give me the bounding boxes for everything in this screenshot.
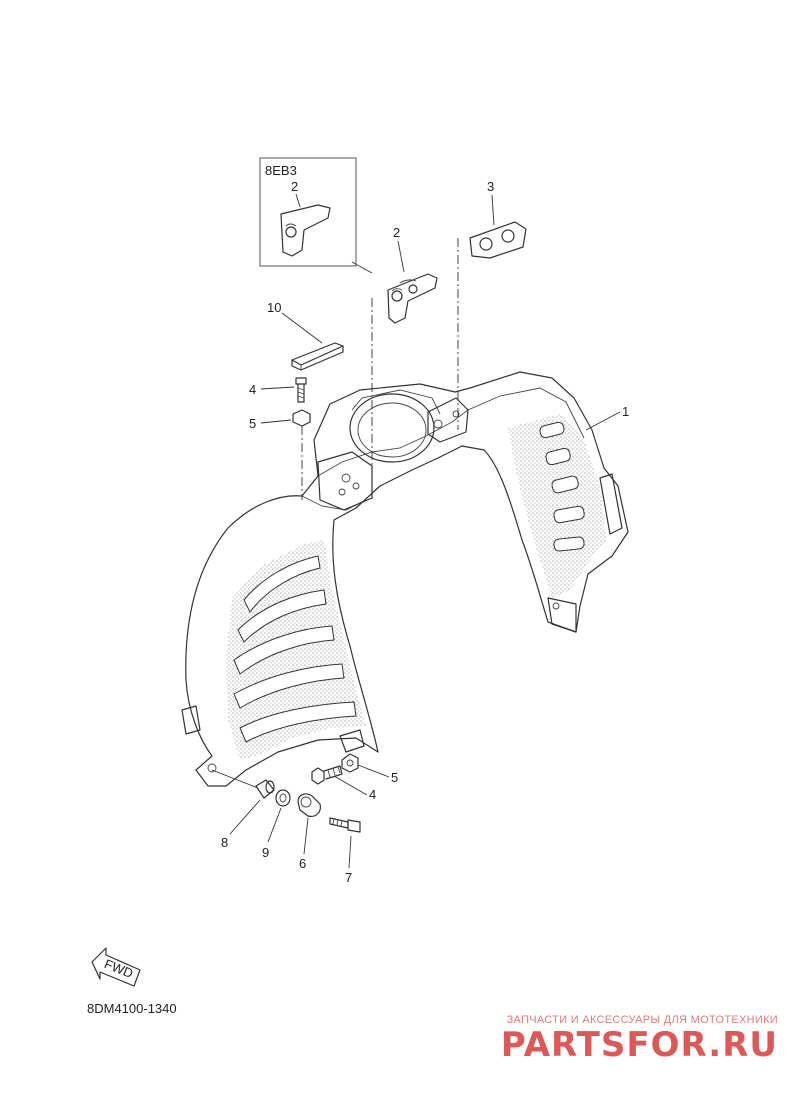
grommet-6: 6 — [297, 793, 321, 871]
collar-8: 8 — [211, 769, 275, 850]
callout-8: 8 — [221, 835, 228, 850]
bracket-2-inset — [280, 204, 331, 257]
callout-1: 1 — [622, 404, 629, 419]
drawing-code: 8DM4100-1340 — [87, 1001, 177, 1016]
fwd-label: FWD — [102, 956, 135, 981]
callout-4-bottom: 4 — [369, 787, 376, 802]
callout-5-bottom: 5 — [391, 770, 398, 785]
screw-4-bottom: 4 — [311, 765, 376, 802]
fwd-arrow-icon: FWD — [91, 947, 141, 987]
inset-box: 8EB3 2 — [259, 157, 373, 274]
watermark-tagline: ЗАПЧАСТИ И АКСЕССУАРЫ ДЛЯ МОТОТЕХНИКИ — [506, 1014, 778, 1026]
nut-5-top: 5 — [249, 409, 311, 500]
bolt-7: 7 — [329, 817, 361, 885]
callout-9: 9 — [262, 845, 269, 860]
callout-2-inset: 2 — [291, 179, 298, 194]
plate-3: 3 — [457, 179, 527, 430]
washer-9: 9 — [262, 789, 291, 860]
watermark: ЗАПЧАСТИ И АКСЕССУАРЫ ДЛЯ МОТОТЕХНИКИ PA… — [501, 1014, 778, 1064]
callout-7: 7 — [345, 870, 352, 885]
screw-4-top: 4 — [249, 377, 307, 403]
callout-6: 6 — [299, 856, 306, 871]
bracket-2: 2 — [371, 225, 438, 500]
pad-10: 10 — [267, 300, 344, 371]
callout-3: 3 — [487, 179, 494, 194]
watermark-site: PARTSFOR.RU — [500, 1025, 778, 1065]
callout-5-top: 5 — [249, 416, 256, 431]
cover-1: 1 — [181, 371, 629, 787]
nut-5-bottom: 5 — [341, 753, 398, 785]
inset-label: 8EB3 — [265, 163, 297, 178]
callout-4-top: 4 — [249, 382, 256, 397]
callout-2: 2 — [393, 225, 400, 240]
callout-10: 10 — [267, 300, 281, 315]
